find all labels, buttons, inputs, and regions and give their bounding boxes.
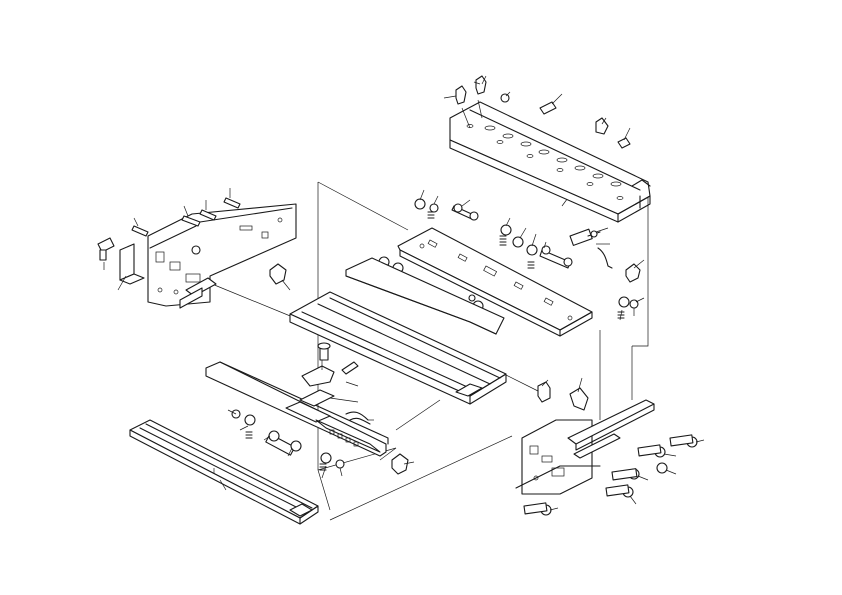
right-frame-leader-lines xyxy=(541,377,705,511)
left-side-frame xyxy=(147,203,297,309)
left-leader-lines xyxy=(103,188,291,291)
left-frame-parts xyxy=(97,197,287,285)
lower-bracket-parts xyxy=(231,342,409,475)
right-side-frame xyxy=(515,399,655,495)
middle-plate xyxy=(397,227,593,337)
right-frame-parts xyxy=(523,381,698,516)
upper-guide-cover xyxy=(345,257,505,335)
assembly-guide-lines xyxy=(211,167,649,521)
top-clips xyxy=(455,75,631,149)
bottom-guide-rail xyxy=(129,419,319,525)
top-leader-lines xyxy=(443,75,631,141)
bottom-rail-leader xyxy=(219,479,227,491)
top-frame-plate xyxy=(449,101,651,223)
lower-bracket-leader-lines xyxy=(227,360,415,479)
lower-sensor-bracket xyxy=(205,361,389,457)
middle-leader-lines xyxy=(419,189,645,321)
main-guide-tray xyxy=(289,291,507,405)
